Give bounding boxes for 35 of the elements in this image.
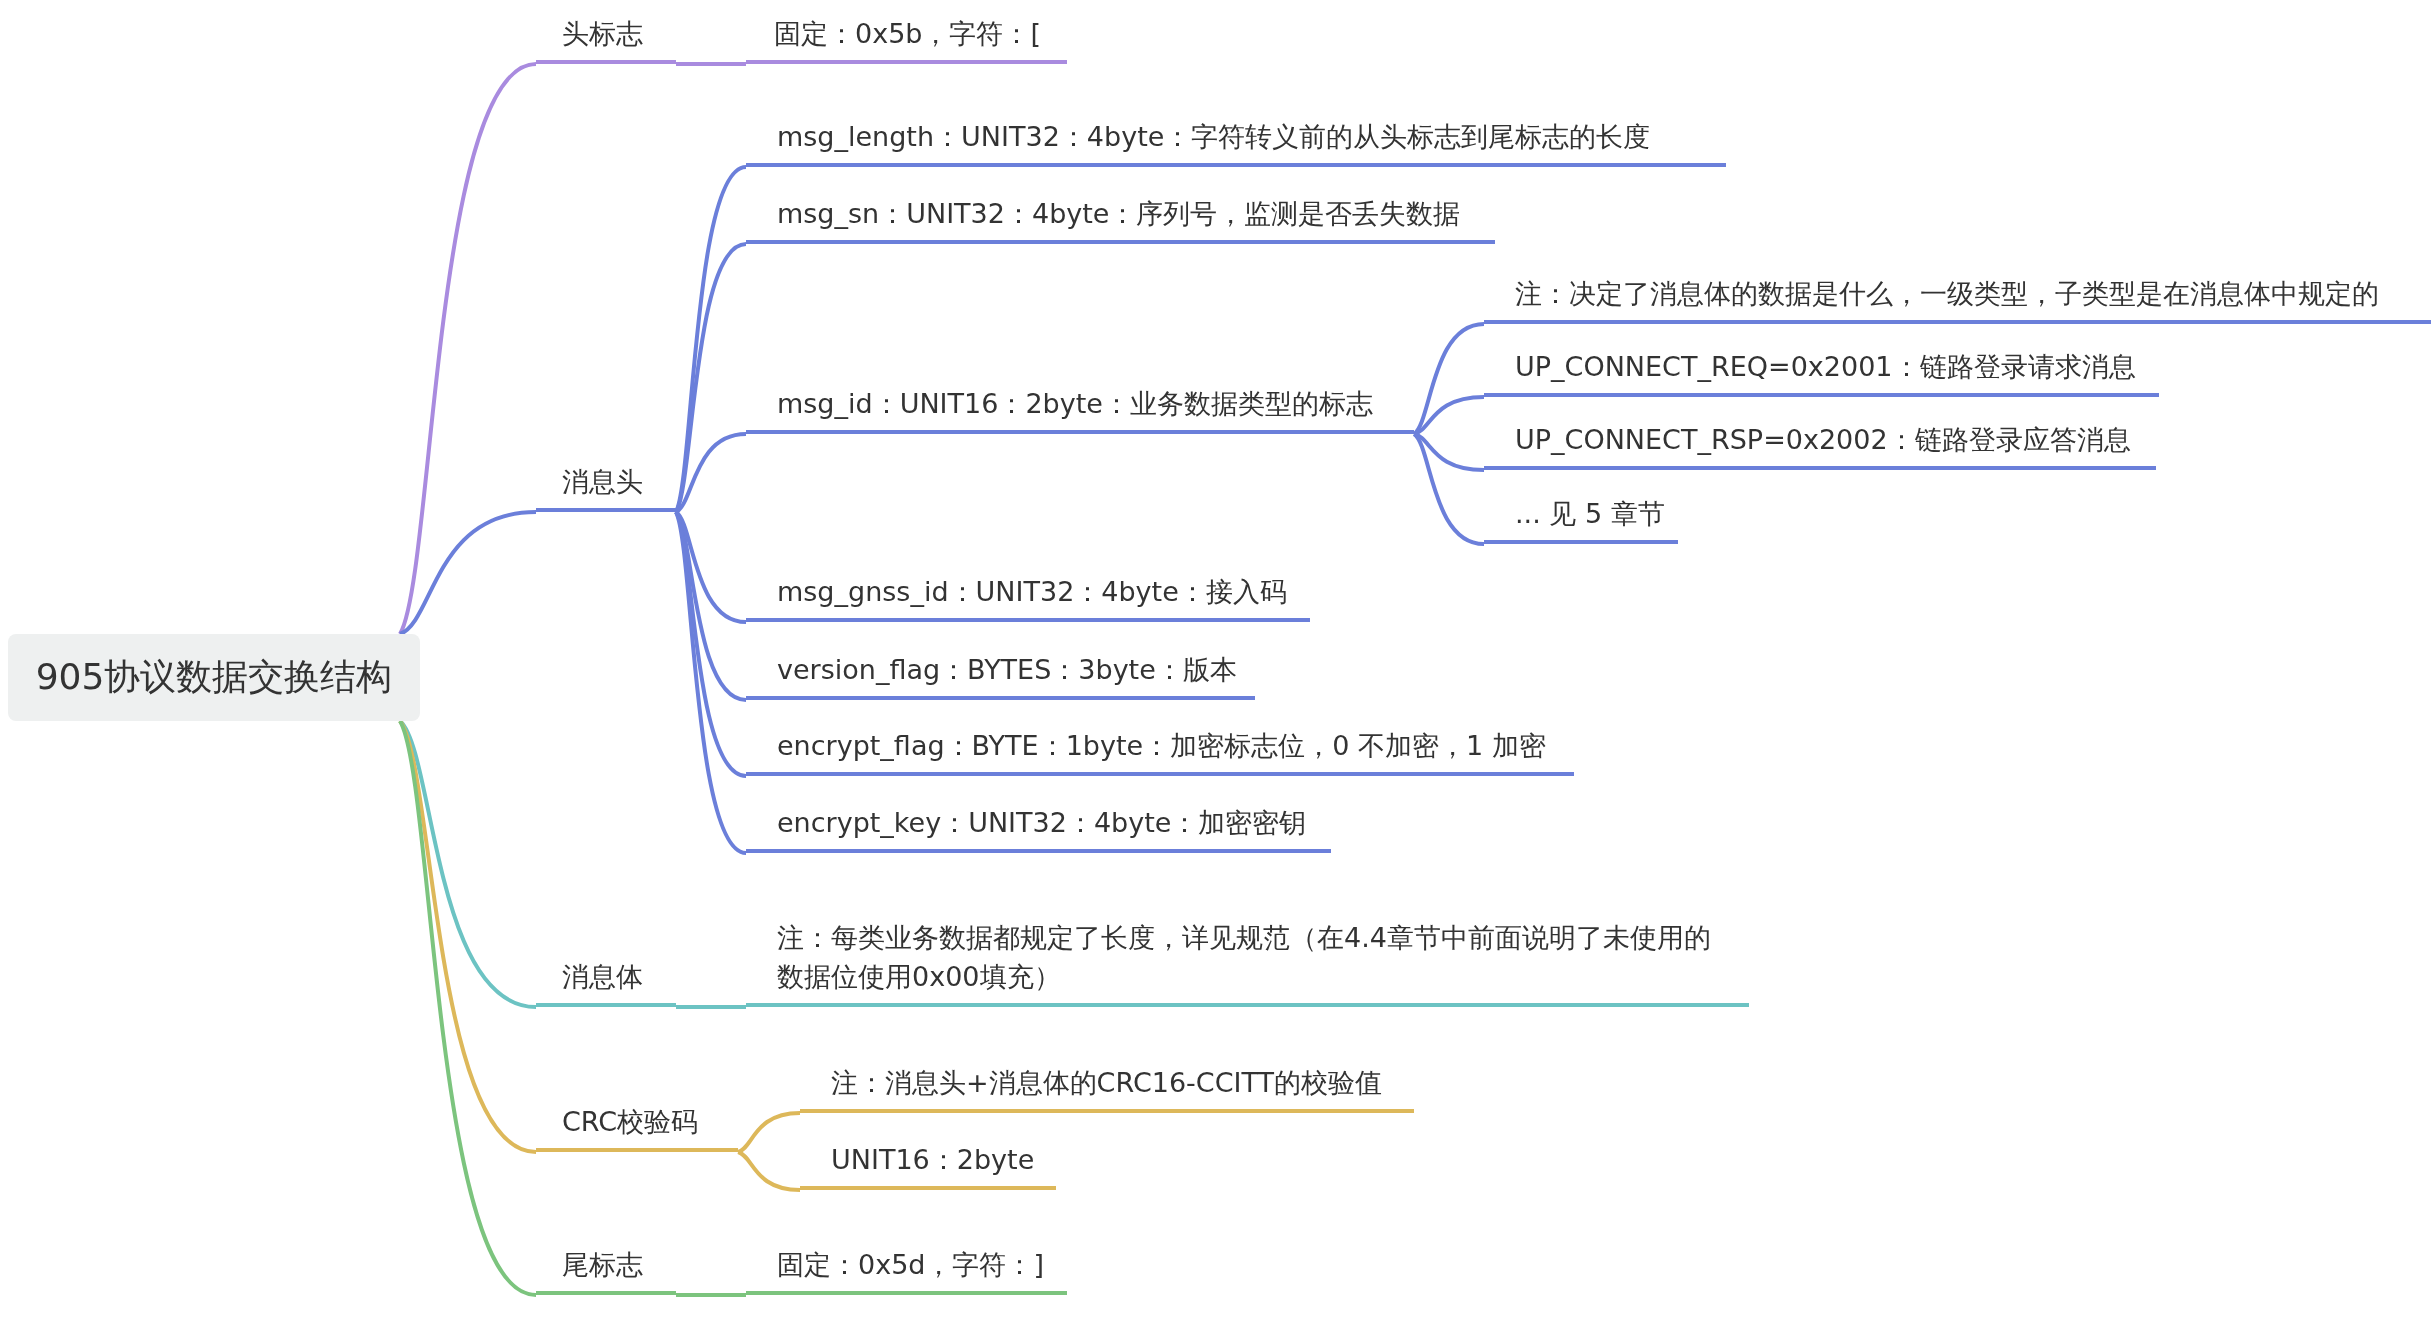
branch-connector bbox=[398, 510, 537, 636]
root-topic-box bbox=[8, 634, 420, 721]
branch-connector bbox=[398, 62, 537, 635]
branch-connector bbox=[676, 1005, 746, 1009]
topic-text: version_flag：BYTES：3byte：版本 bbox=[777, 652, 1237, 687]
topic-text: UP_CONNECT_REQ=0x2001：链路登录请求消息 bbox=[1515, 349, 2136, 384]
branch-connector bbox=[676, 1293, 746, 1297]
branch-connector bbox=[737, 1150, 801, 1192]
root-topic-text: 905协议数据交换结构 bbox=[35, 655, 393, 699]
topic-text: ... 见 5 章节 bbox=[1515, 496, 1665, 531]
branch-connector bbox=[674, 510, 747, 624]
topic-text: UNIT16：2byte bbox=[831, 1142, 1035, 1177]
topic-text: msg_gnss_id：UNIT32：4byte：接入码 bbox=[777, 574, 1287, 609]
topic-text: 消息头 bbox=[562, 464, 643, 499]
topic-text: msg_sn：UNIT32：4byte：序列号，监测是否丢失数据 bbox=[777, 196, 1461, 231]
topic-text: 固定：0x5d，字符：] bbox=[777, 1247, 1044, 1282]
topic-text: 注：每类业务数据都规定了长度，详见规范（在4.4章节中前面说明了未使用的数据位使用0x00填充） bbox=[777, 920, 1712, 994]
topic-text: CRC校验码 bbox=[562, 1104, 699, 1139]
topic-text: 头标志 bbox=[562, 16, 643, 51]
topic-text: encrypt_key：UNIT32：4byte：加密密钥 bbox=[777, 805, 1307, 840]
branch-connector bbox=[1413, 432, 1485, 472]
branch-connector bbox=[1412, 432, 1485, 546]
topic-text: 注：消息头+消息体的CRC16-CCITT的校验值 bbox=[831, 1065, 1383, 1100]
topic-text: UP_CONNECT_RSP=0x2002：链路登录应答消息 bbox=[1515, 422, 2131, 457]
topic-text: 消息体 bbox=[562, 959, 643, 994]
branch-connector bbox=[398, 720, 537, 1297]
topic-text: encrypt_flag：BYTE：1byte：加密标志位，0 不加密，1 加密 bbox=[777, 728, 1546, 763]
topic-text: 尾标志 bbox=[562, 1247, 643, 1282]
branch-connector bbox=[676, 62, 746, 66]
branch-connector bbox=[674, 511, 747, 855]
topic-text: msg_id：UNIT16：2byte：业务数据类型的标志 bbox=[777, 386, 1373, 421]
branch-connector bbox=[737, 1111, 801, 1154]
topic-text: 注：决定了消息体的数据是什么，一级类型，子类型是在消息体中规定的 bbox=[1515, 276, 2379, 311]
topic-text: 固定：0x5b，字符：[ bbox=[774, 16, 1041, 51]
topic-text: msg_length：UNIT32：4byte：字符转义前的从头标志到尾标志的长度 bbox=[777, 119, 1651, 154]
